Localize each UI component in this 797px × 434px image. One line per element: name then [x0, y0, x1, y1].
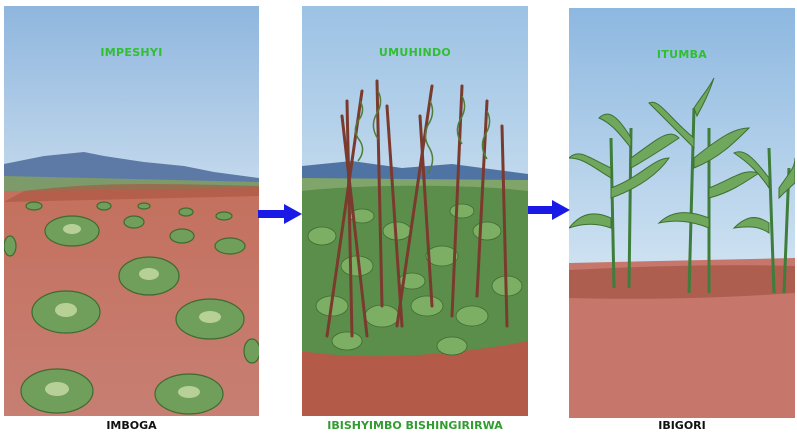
panel-umuhindo: UMUHINDO: [302, 6, 528, 416]
season-label: UMUHINDO: [302, 46, 528, 59]
crop-caption-ibigori: IBIGORI: [569, 419, 795, 432]
cabbage-field-illustration: [4, 6, 259, 416]
panel-itumba: ITUMBA: [569, 8, 795, 418]
season-label: IMPESHYI: [4, 46, 259, 59]
maize-field-illustration: [569, 8, 795, 418]
panel-impeshyi: IMPESHYI: [4, 6, 259, 416]
crop-caption-ibishyimbo: IBISHYIMBO BISHINGIRIRWA: [292, 419, 538, 432]
crop-caption-imboga: IMBOGA: [4, 419, 259, 432]
climbing-beans-illustration: [302, 6, 528, 416]
season-label: ITUMBA: [569, 48, 795, 61]
right-arrow-icon: [528, 200, 570, 220]
right-arrow-icon: [258, 204, 302, 224]
